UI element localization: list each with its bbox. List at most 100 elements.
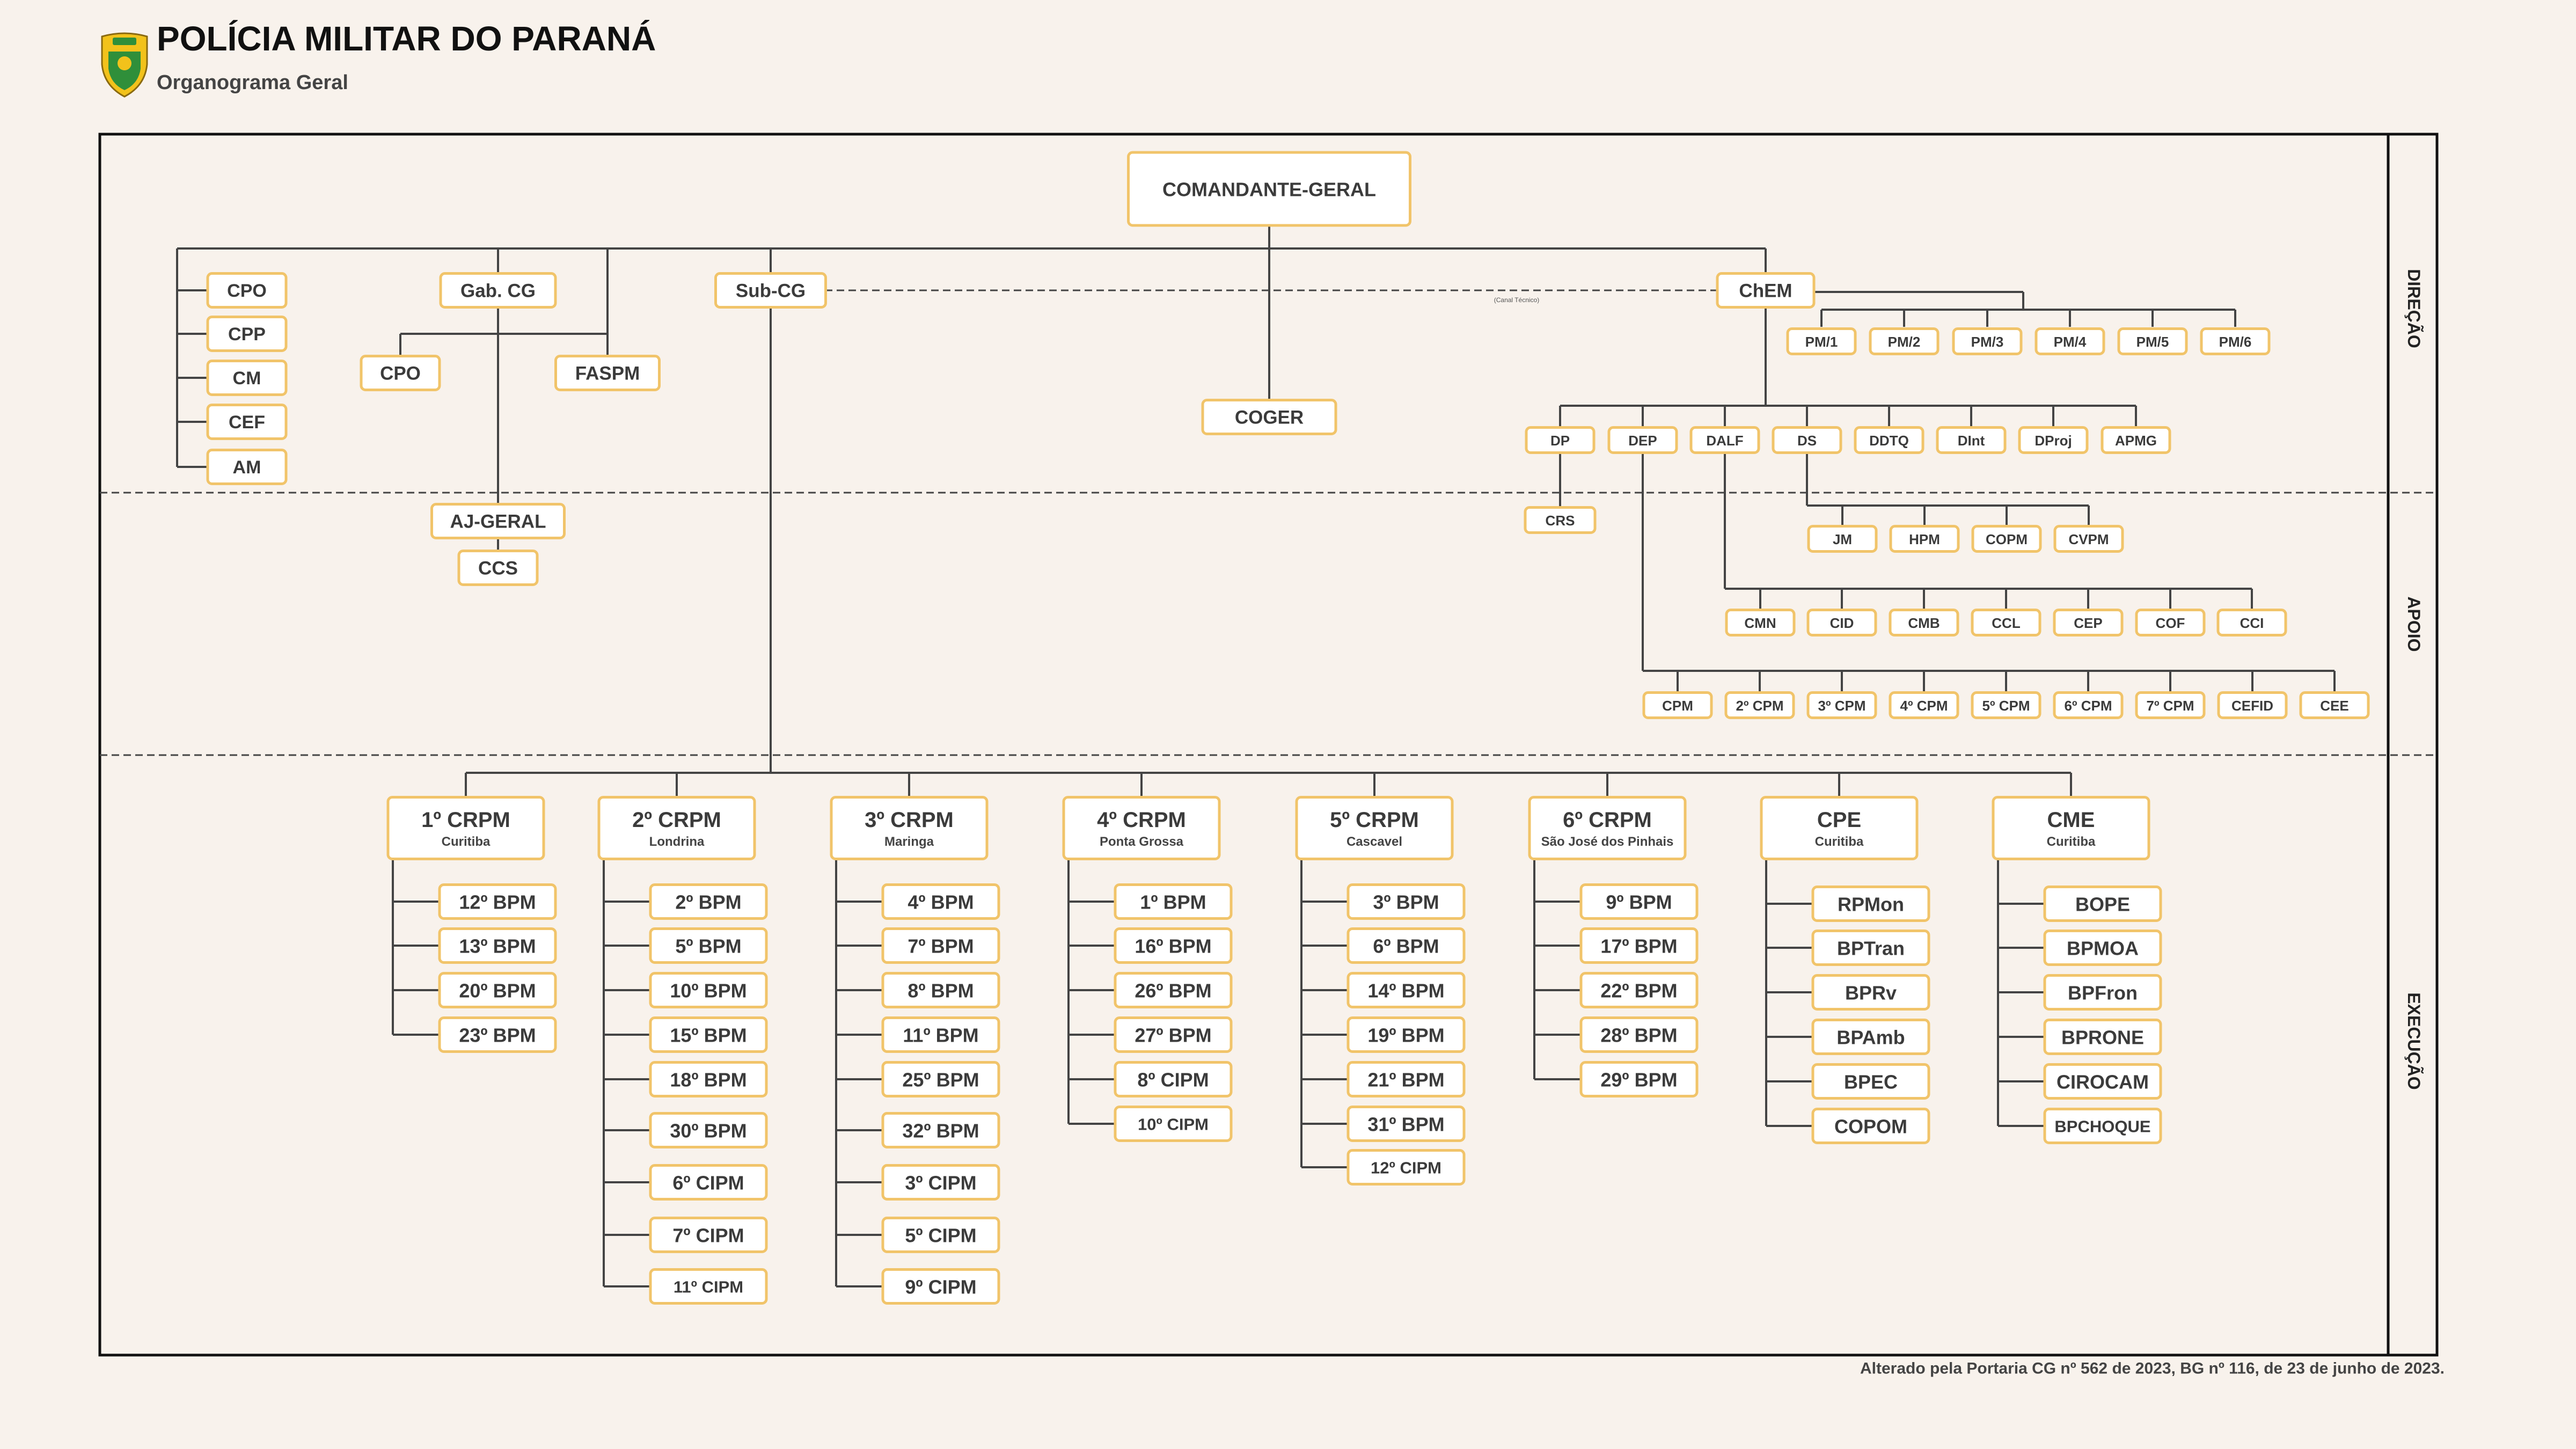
unit-1-bpm[interactable]: 1º BPM <box>1114 883 1233 920</box>
unit-7-bpm[interactable]: 7º BPM <box>881 927 1000 964</box>
dalf-cci[interactable]: CCI <box>2216 609 2287 636</box>
dep-5-cpm[interactable]: 5º CPM <box>1971 691 2041 719</box>
dep-4-cpm[interactable]: 4º CPM <box>1889 691 1959 719</box>
unit-bprv[interactable]: BPRv <box>1811 974 1930 1011</box>
unit-11-cipm[interactable]: 11º CIPM <box>649 1268 768 1305</box>
dir-dalf[interactable]: DALF <box>1689 426 1760 454</box>
comandante-geral[interactable]: COMANDANTE-GERAL <box>1127 151 1411 227</box>
crs[interactable]: CRS <box>1524 506 1597 534</box>
dir-ddtq[interactable]: DDTQ <box>1854 426 1924 454</box>
unit-bope[interactable]: BOPE <box>2043 885 2162 922</box>
gab-cg[interactable]: Gab. CG <box>439 272 557 309</box>
unit-6-bpm[interactable]: 6º BPM <box>1346 927 1466 964</box>
chem[interactable]: ChEM <box>1716 272 1816 309</box>
dep-cpm[interactable]: CPM <box>1642 691 1713 719</box>
unit-27-bpm[interactable]: 27º BPM <box>1114 1016 1233 1053</box>
unit-20-bpm[interactable]: 20º BPM <box>438 972 557 1008</box>
unit-bprone[interactable]: BPRONE <box>2043 1019 2162 1055</box>
unit-25-bpm[interactable]: 25º BPM <box>881 1061 1000 1097</box>
unit-5-cipm[interactable]: 5º CIPM <box>881 1217 1000 1253</box>
dalf-cmn[interactable]: CMN <box>1725 609 1796 636</box>
unit-bpfron[interactable]: BPFron <box>2043 974 2162 1011</box>
sub-cg[interactable]: Sub-CG <box>714 272 827 309</box>
dir-dp[interactable]: DP <box>1525 426 1596 454</box>
unit-8-cipm[interactable]: 8º CIPM <box>1114 1061 1233 1097</box>
unit-19-bpm[interactable]: 19º BPM <box>1346 1016 1466 1053</box>
faspm[interactable]: FASPM <box>554 355 661 391</box>
unit-29-bpm[interactable]: 29º BPM <box>1579 1061 1699 1097</box>
unit-14-bpm[interactable]: 14º BPM <box>1346 972 1466 1008</box>
unit-bpmoa[interactable]: BPMOA <box>2043 930 2162 966</box>
dir-ds[interactable]: DS <box>1772 426 1842 454</box>
unit-5-bpm[interactable]: 5º BPM <box>649 927 768 964</box>
dep-2-cpm[interactable]: 2º CPM <box>1724 691 1795 719</box>
unit-bpec[interactable]: BPEC <box>1811 1063 1930 1100</box>
unit-4-bpm[interactable]: 4º BPM <box>881 883 1000 920</box>
unit-3-bpm[interactable]: 3º BPM <box>1346 883 1466 920</box>
ccs[interactable]: CCS <box>457 550 539 586</box>
unit-26-bpm[interactable]: 26º BPM <box>1114 972 1233 1008</box>
pm-pm-4[interactable]: PM/4 <box>2035 327 2105 355</box>
unit-17-bpm[interactable]: 17º BPM <box>1579 927 1699 964</box>
left-stack-cm[interactable]: CM <box>206 360 288 396</box>
dep-7-cpm[interactable]: 7º CPM <box>2135 691 2206 719</box>
unit-23-bpm[interactable]: 23º BPM <box>438 1016 557 1053</box>
unit-rpmon[interactable]: RPMon <box>1811 885 1930 922</box>
unit-31-bpm[interactable]: 31º BPM <box>1346 1106 1466 1142</box>
unit-2-bpm[interactable]: 2º BPM <box>649 883 768 920</box>
aj-geral[interactable]: AJ-GERAL <box>430 503 566 539</box>
dalf-cep[interactable]: CEP <box>2053 609 2124 636</box>
unit-bpamb[interactable]: BPAmb <box>1811 1019 1930 1055</box>
unit-8-bpm[interactable]: 8º BPM <box>881 972 1000 1008</box>
dir-dep[interactable]: DEP <box>1607 426 1678 454</box>
pm-pm-1[interactable]: PM/1 <box>1786 327 1857 355</box>
pm-pm-3[interactable]: PM/3 <box>1952 327 2023 355</box>
dep-3-cpm[interactable]: 3º CPM <box>1806 691 1877 719</box>
unit-15-bpm[interactable]: 15º BPM <box>649 1016 768 1053</box>
unit-21-bpm[interactable]: 21º BPM <box>1346 1061 1466 1097</box>
unit-7-cipm[interactable]: 7º CIPM <box>649 1217 768 1253</box>
dep-cefid[interactable]: CEFID <box>2217 691 2288 719</box>
gab-cpo[interactable]: CPO <box>360 355 441 391</box>
unit-10-bpm[interactable]: 10º BPM <box>649 972 768 1008</box>
unit-9-cipm[interactable]: 9º CIPM <box>881 1268 1000 1305</box>
coger[interactable]: COGER <box>1201 399 1337 435</box>
pm-pm-5[interactable]: PM/5 <box>2117 327 2188 355</box>
ds-jm[interactable]: JM <box>1807 525 1878 553</box>
unit-copom[interactable]: COPOM <box>1811 1108 1930 1144</box>
unit-12-cipm[interactable]: 12º CIPM <box>1346 1149 1466 1185</box>
unit-6-cipm[interactable]: 6º CIPM <box>649 1164 768 1201</box>
dir-dint[interactable]: DInt <box>1936 426 2007 454</box>
dalf-ccl[interactable]: CCL <box>1971 609 2041 636</box>
unit-cirocam[interactable]: CIROCAM <box>2043 1063 2162 1100</box>
unit-30-bpm[interactable]: 30º BPM <box>649 1112 768 1148</box>
ds-cvpm[interactable]: CVPM <box>2053 525 2124 553</box>
unit-10-cipm[interactable]: 10º CIPM <box>1114 1106 1233 1142</box>
left-stack-cpo[interactable]: CPO <box>206 272 288 309</box>
ds-copm[interactable]: COPM <box>1971 525 2042 553</box>
left-stack-am[interactable]: AM <box>206 449 288 485</box>
unit-11-bpm[interactable]: 11º BPM <box>881 1016 1000 1053</box>
pm-pm-6[interactable]: PM/6 <box>2200 327 2271 355</box>
unit-18-bpm[interactable]: 18º BPM <box>649 1061 768 1097</box>
unit-3-cipm[interactable]: 3º CIPM <box>881 1164 1000 1201</box>
dep-6-cpm[interactable]: 6º CPM <box>2053 691 2124 719</box>
unit-22-bpm[interactable]: 22º BPM <box>1579 972 1699 1008</box>
dir-apmg[interactable]: APMG <box>2101 426 2171 454</box>
unit-12-bpm[interactable]: 12º BPM <box>438 883 557 920</box>
unit-32-bpm[interactable]: 32º BPM <box>881 1112 1000 1148</box>
unit-bptran[interactable]: BPTran <box>1811 930 1930 966</box>
unit-bpchoque[interactable]: BPCHOQUE <box>2043 1108 2162 1144</box>
unit-28-bpm[interactable]: 28º BPM <box>1579 1016 1699 1053</box>
ds-hpm[interactable]: HPM <box>1889 525 1960 553</box>
dir-dproj[interactable]: DProj <box>2018 426 2089 454</box>
pm-pm-2[interactable]: PM/2 <box>1869 327 1940 355</box>
unit-9-bpm[interactable]: 9º BPM <box>1579 883 1699 920</box>
dalf-cof[interactable]: COF <box>2135 609 2206 636</box>
